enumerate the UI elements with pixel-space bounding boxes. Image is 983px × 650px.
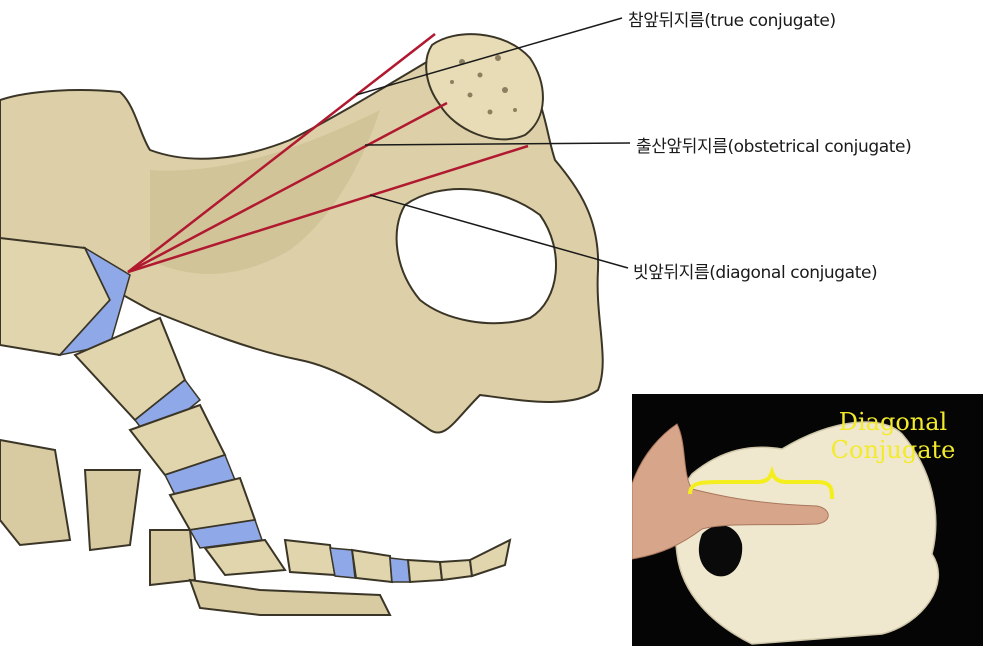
ilium-shadow <box>150 110 380 274</box>
photo-hand <box>632 423 829 560</box>
photo-pelvis-bone <box>674 421 939 645</box>
conjugate-lines <box>127 33 529 274</box>
photo-pelvis-hole <box>698 525 743 577</box>
leader-lines <box>355 17 631 269</box>
obstetrical-conjugate-leader <box>364 142 631 146</box>
true-conjugate-label: 참앞뒤지름(true conjugate) <box>628 11 836 31</box>
obturator-foramen <box>395 188 557 325</box>
lower-bone-fragments <box>0 438 392 616</box>
obstetrical-conjugate-label: 출산앞뒤지름(obstetrical conjugate) <box>636 137 912 157</box>
photo-pelvis-model <box>632 421 939 645</box>
photo-inset-title: Diagonal Conjugate <box>830 408 956 464</box>
pubic-symphysis <box>425 33 544 141</box>
diagonal-conjugate-line <box>127 144 529 274</box>
ilium-bone <box>0 58 604 434</box>
true-conjugate-leader <box>355 17 623 96</box>
photo-inset: Diagonal Conjugate <box>632 394 983 646</box>
obstetrical-conjugate-line <box>127 101 448 274</box>
diagonal-conjugate-leader <box>369 194 629 269</box>
sacrum-vertebrae <box>0 236 512 584</box>
diagonal-conjugate-label: 빗앞뒤지름(diagonal conjugate) <box>633 263 878 283</box>
photo-bracket <box>688 465 834 500</box>
true-conjugate-line <box>127 33 436 273</box>
